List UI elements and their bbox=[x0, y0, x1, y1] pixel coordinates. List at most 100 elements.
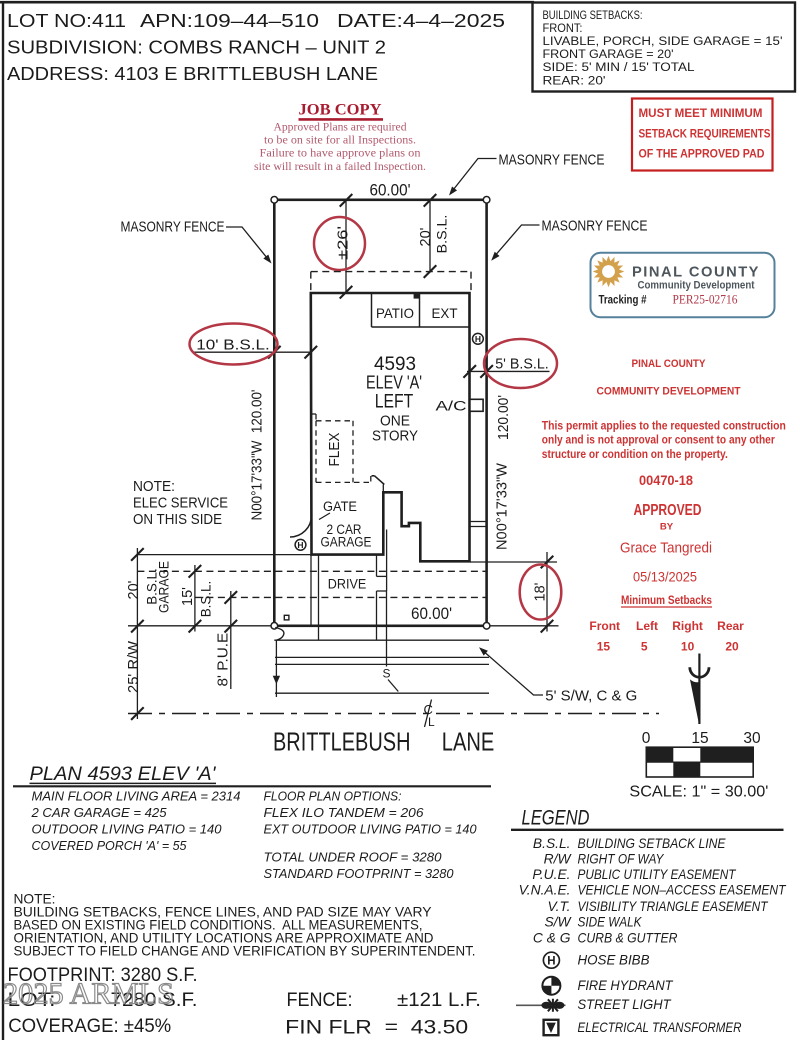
svg-text:STANDARD FOOTPRINT = 3280: STANDARD FOOTPRINT = 3280 bbox=[264, 866, 455, 881]
svg-text:5' B.S.L.: 5' B.S.L. bbox=[495, 355, 549, 372]
svg-text:120.00': 120.00' bbox=[496, 395, 512, 440]
svg-text:APN:109–44–510: APN:109–44–510 bbox=[140, 10, 319, 31]
svg-text:BUILDING SETBACK LINE: BUILDING SETBACK LINE bbox=[578, 836, 727, 851]
svg-text:Failure to have approve plans: Failure to have approve plans on bbox=[260, 147, 421, 160]
svg-text:Grace Tangredi: Grace Tangredi bbox=[620, 541, 712, 557]
svg-text:VISIBILITY TRIANGLE EASEMENT: VISIBILITY TRIANGLE EASEMENT bbox=[578, 899, 769, 914]
svg-text:10: 10 bbox=[681, 639, 695, 653]
svg-text:OUTDOOR LIVING PATIO = 140: OUTDOOR LIVING PATIO = 140 bbox=[32, 822, 223, 837]
svg-text:LEGEND: LEGEND bbox=[522, 807, 590, 830]
svg-text:LEFT: LEFT bbox=[375, 392, 414, 413]
svg-text:5' S/W, C & G: 5' S/W, C & G bbox=[545, 688, 637, 705]
svg-text:This permit applies to the req: This permit applies to the requested con… bbox=[542, 418, 786, 432]
svg-text:FIN FLR = 43.50: FIN FLR = 43.50 bbox=[285, 1017, 468, 1039]
svg-text:MASONRY FENCE: MASONRY FENCE bbox=[542, 219, 648, 235]
svg-text:SIDE WALK: SIDE WALK bbox=[578, 915, 643, 930]
svg-text:ELEV 'A': ELEV 'A' bbox=[366, 372, 422, 393]
svg-text:60.00': 60.00' bbox=[411, 605, 452, 623]
svg-text:00470-18: 00470-18 bbox=[639, 473, 694, 488]
svg-text:SETBACK REQUIREMENTS: SETBACK REQUIREMENTS bbox=[639, 126, 771, 140]
svg-text:B.S.L.: B.S.L. bbox=[533, 836, 571, 851]
svg-text:FLEX ILO TANDEM = 206: FLEX ILO TANDEM = 206 bbox=[264, 805, 425, 820]
svg-text:BY: BY bbox=[660, 522, 674, 533]
svg-text:20': 20' bbox=[126, 580, 142, 599]
svg-text:Tracking #: Tracking # bbox=[599, 292, 647, 306]
svg-text:VEHICLE NON–ACCESS EASEMENT: VEHICLE NON–ACCESS EASEMENT bbox=[578, 883, 787, 898]
svg-text:R/W: R/W bbox=[544, 851, 573, 866]
svg-text:Right: Right bbox=[672, 619, 703, 633]
svg-text:BUILDING SETBACKS:: BUILDING SETBACKS: bbox=[543, 8, 643, 22]
svg-text:PINAL COUNTY: PINAL COUNTY bbox=[632, 358, 706, 370]
svg-text:8' P.U.E.: 8' P.U.E. bbox=[216, 629, 232, 687]
svg-text:2 CAR GARAGE = 425: 2 CAR GARAGE = 425 bbox=[31, 805, 168, 820]
svg-text:4593: 4593 bbox=[374, 354, 416, 375]
svg-text:C: C bbox=[424, 702, 433, 717]
svg-text:BRITTLEBUSH: BRITTLEBUSH bbox=[273, 727, 411, 757]
svg-text:7280 S.F.: 7280 S.F. bbox=[111, 989, 198, 1011]
svg-text:PLAN 4593 ELEV 'A': PLAN 4593 ELEV 'A' bbox=[30, 763, 217, 785]
svg-text:MAIN FLOOR LIVING AREA = 2314: MAIN FLOOR LIVING AREA = 2314 bbox=[32, 789, 241, 804]
svg-text:RIGHT OF WAY: RIGHT OF WAY bbox=[578, 851, 666, 866]
svg-text:PATIO: PATIO bbox=[376, 306, 414, 321]
svg-text:2 CAR: 2 CAR bbox=[327, 522, 362, 538]
svg-text:L: L bbox=[428, 715, 435, 729]
svg-text:H: H bbox=[475, 334, 481, 344]
svg-text:MASONRY FENCE: MASONRY FENCE bbox=[121, 220, 225, 236]
svg-text:OF THE APPROVED PAD: OF THE APPROVED PAD bbox=[639, 147, 765, 161]
svg-text:ONE: ONE bbox=[380, 414, 410, 430]
svg-text:EXT: EXT bbox=[432, 306, 458, 321]
svg-text:MASONRY FENCE: MASONRY FENCE bbox=[499, 153, 605, 169]
svg-text:GATE: GATE bbox=[323, 499, 357, 515]
svg-text:60.00': 60.00' bbox=[370, 182, 411, 200]
svg-text:structure or condition on the: structure or condition on the property. bbox=[542, 447, 728, 461]
svg-text:STORY: STORY bbox=[372, 429, 418, 445]
svg-text:HOSE BIBB: HOSE BIBB bbox=[578, 953, 650, 968]
svg-text:Minimum Setbacks: Minimum Setbacks bbox=[621, 593, 712, 607]
svg-text:MUST MEET MINIMUM: MUST MEET MINIMUM bbox=[639, 106, 763, 120]
svg-text:SCALE: 1" = 30.00': SCALE: 1" = 30.00' bbox=[629, 784, 768, 801]
svg-text:REAR: 20': REAR: 20' bbox=[543, 73, 606, 87]
svg-text:B.S.L.: B.S.L. bbox=[145, 568, 160, 604]
svg-text:FLEX: FLEX bbox=[327, 432, 343, 466]
svg-text:SIDE: 5' MIN / 15' TOTAL: SIDE: 5' MIN / 15' TOTAL bbox=[543, 60, 695, 74]
svg-text:25' R/W: 25' R/W bbox=[126, 641, 142, 693]
svg-text:15: 15 bbox=[597, 639, 611, 653]
svg-text:N00°17'33"W: N00°17'33"W bbox=[495, 463, 511, 550]
svg-text:PUBLIC UTILITY EASEMENT: PUBLIC UTILITY EASEMENT bbox=[578, 867, 737, 882]
svg-text:05/13/2025: 05/13/2025 bbox=[633, 570, 697, 585]
svg-text:Approved Plans are required: Approved Plans are required bbox=[274, 121, 407, 134]
svg-text:15: 15 bbox=[691, 730, 708, 747]
svg-text:FRONT:: FRONT: bbox=[543, 21, 583, 35]
svg-text:COVERED PORCH 'A' = 55: COVERED PORCH 'A' = 55 bbox=[32, 838, 188, 853]
svg-text:N00°17'33"W 120.00': N00°17'33"W 120.00' bbox=[250, 389, 266, 520]
svg-text:H: H bbox=[297, 540, 303, 550]
svg-text:5: 5 bbox=[641, 639, 648, 653]
svg-text:site will result in a failed I: site will result in a failed Inspection. bbox=[254, 160, 426, 173]
svg-text:V.N.A.E.: V.N.A.E. bbox=[519, 883, 571, 898]
svg-text:0: 0 bbox=[642, 730, 651, 747]
svg-text:GARAGE: GARAGE bbox=[157, 561, 172, 613]
svg-text:EXT OUTDOOR LIVING PATIO = 140: EXT OUTDOOR LIVING PATIO = 140 bbox=[264, 822, 478, 837]
svg-text:LOT:: LOT: bbox=[8, 989, 56, 1011]
svg-text:LANE: LANE bbox=[442, 727, 495, 757]
svg-text:Community Development: Community Development bbox=[638, 279, 755, 291]
svg-text:Front: Front bbox=[589, 619, 620, 633]
svg-text:BASED ON EXISTING FIELD CONDIT: BASED ON EXISTING FIELD CONDITIONS. ALL … bbox=[14, 917, 423, 932]
svg-text:to be on site for all Inspecti: to be on site for all Inspections. bbox=[264, 134, 416, 147]
svg-text:JOB COPY: JOB COPY bbox=[299, 102, 383, 119]
svg-text:B.S.L.: B.S.L. bbox=[199, 581, 214, 617]
svg-text:LIVABLE, PORCH, SIDE GARAGE =: LIVABLE, PORCH, SIDE GARAGE = 15' bbox=[543, 34, 783, 48]
svg-text:Left: Left bbox=[636, 619, 658, 633]
svg-text:COMMUNITY DEVELOPMENT: COMMUNITY DEVELOPMENT bbox=[597, 386, 741, 398]
svg-text:LOT NO:411: LOT NO:411 bbox=[7, 10, 126, 31]
svg-text:P.U.E.: P.U.E. bbox=[532, 867, 570, 882]
svg-text:±121 L.F.: ±121 L.F. bbox=[397, 989, 481, 1011]
svg-text:15': 15' bbox=[180, 587, 196, 606]
svg-text:only and is not approval or co: only and is not approval or consent to a… bbox=[542, 433, 775, 447]
svg-text:FRONT GARAGE = 20': FRONT GARAGE = 20' bbox=[543, 47, 674, 61]
svg-text:COVERAGE: ±45%: COVERAGE: ±45% bbox=[8, 1015, 171, 1037]
svg-text:V.T.: V.T. bbox=[547, 899, 570, 914]
svg-text:B.S.L.: B.S.L. bbox=[435, 215, 451, 254]
svg-text:GARAGE: GARAGE bbox=[321, 535, 372, 551]
svg-text:BUILDING SETBACKS, FENCE LINES: BUILDING SETBACKS, FENCE LINES, AND PAD … bbox=[14, 904, 432, 919]
